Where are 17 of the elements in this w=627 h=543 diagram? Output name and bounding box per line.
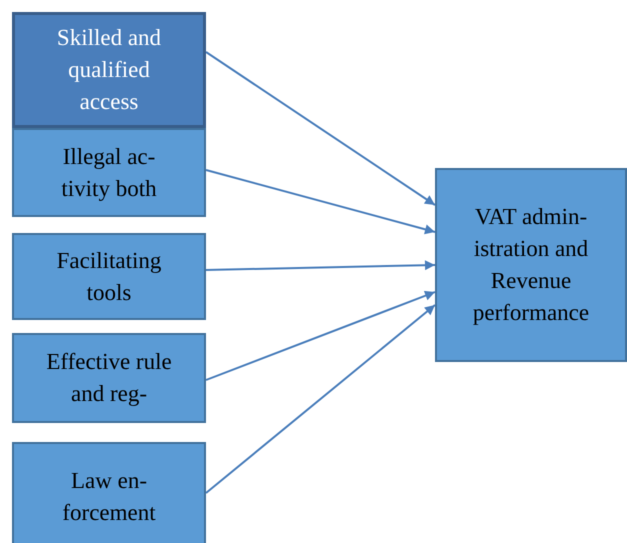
process-box xyxy=(12,233,206,320)
arrow xyxy=(205,51,436,206)
arrow xyxy=(206,169,436,234)
box-label: Skilled and qualified access xyxy=(56,24,162,116)
box-label: Facilitating tools xyxy=(56,246,162,306)
highlighted-box xyxy=(12,12,206,128)
box-label: VAT admin- istration and Revenue performance xyxy=(472,203,590,327)
process-box xyxy=(12,128,206,217)
box-label: Effective rule and reg- xyxy=(45,348,173,408)
process-box xyxy=(12,333,206,423)
process-box xyxy=(12,442,206,543)
arrow xyxy=(206,260,436,271)
arrow xyxy=(206,290,436,381)
process-box xyxy=(435,168,627,362)
box-label: Law en- forcement xyxy=(61,467,157,527)
arrow xyxy=(205,304,436,494)
box-label: Illegal ac- tivity both xyxy=(60,142,158,203)
